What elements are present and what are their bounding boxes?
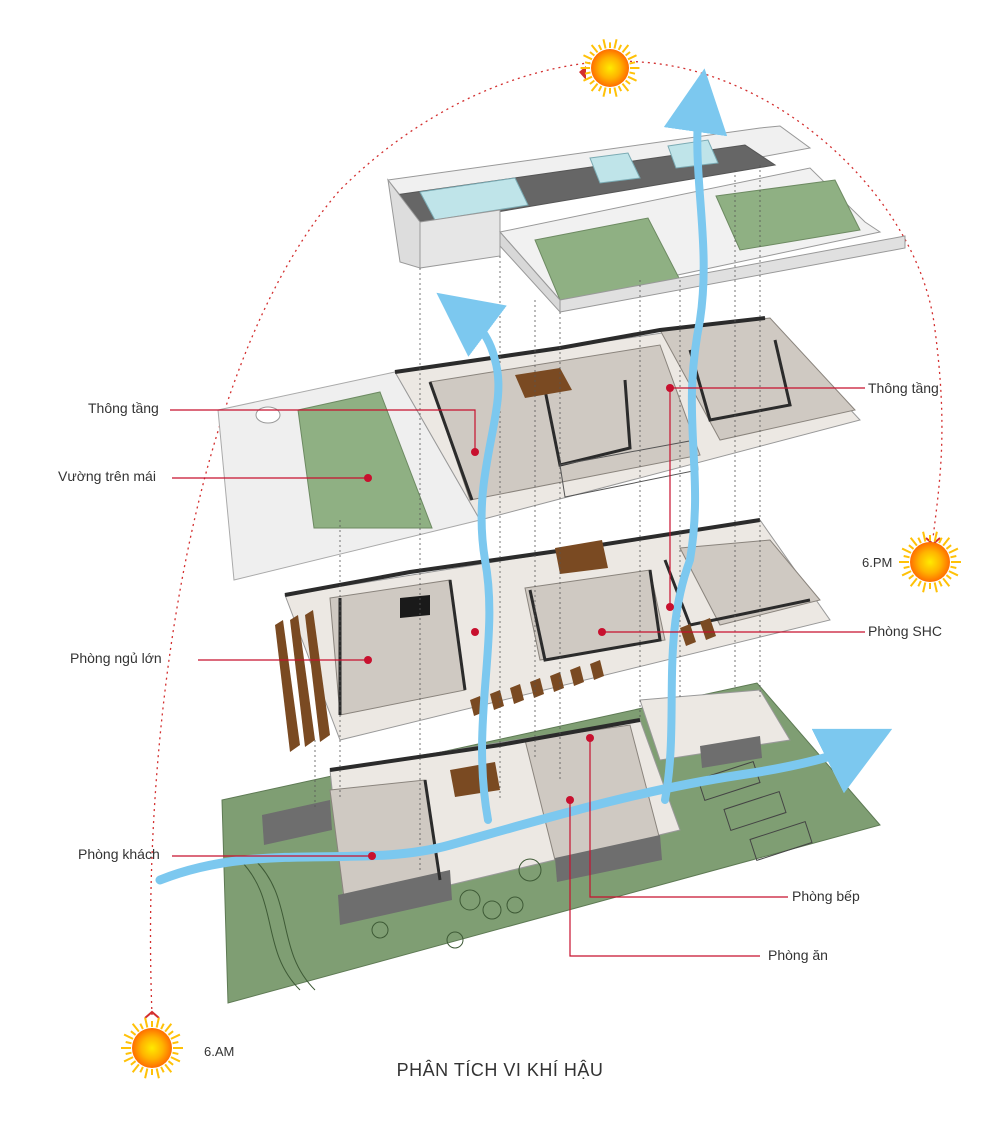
label-phong-khach: Phòng khách bbox=[78, 846, 160, 862]
leader-phong-bep bbox=[589, 738, 788, 898]
sun-path-marker-left bbox=[144, 1010, 160, 1019]
label-phong-bep: Phòng bếp bbox=[792, 888, 860, 904]
time-evening: 6.PM bbox=[862, 555, 893, 570]
time-morning: 6.AM bbox=[204, 1044, 235, 1059]
airflow-arrows bbox=[155, 68, 893, 885]
sun-path-marker-top bbox=[579, 66, 586, 80]
diagram-caption: PHÂN TÍCH VI KHÍ HẬU bbox=[396, 1060, 604, 1080]
sun-icon-morning bbox=[121, 1017, 183, 1079]
label-thong-tang-left: Thông tầng bbox=[88, 400, 159, 416]
sun-icon-noon bbox=[580, 39, 640, 97]
label-vuon-tren-mai: Vường trên mái bbox=[58, 468, 156, 484]
label-phong-an: Phòng ăn bbox=[768, 947, 828, 963]
ground-floor bbox=[221, 682, 881, 1004]
leader-thong-tang-left bbox=[170, 409, 476, 450]
sun-path-arc bbox=[149, 60, 943, 1016]
label-phong-shc: Phòng SHC bbox=[868, 623, 942, 639]
roof-level bbox=[387, 125, 906, 314]
middle-floor bbox=[275, 518, 831, 752]
leader-lines bbox=[170, 387, 865, 957]
label-thong-tang-right: Thông tầng bbox=[868, 380, 939, 396]
upper-floor bbox=[217, 316, 861, 581]
label-phong-ngu-lon: Phòng ngủ lớn bbox=[70, 650, 162, 666]
leader-dots bbox=[364, 384, 674, 860]
leader-phong-an bbox=[569, 800, 760, 957]
sun-icon-evening bbox=[899, 531, 961, 593]
